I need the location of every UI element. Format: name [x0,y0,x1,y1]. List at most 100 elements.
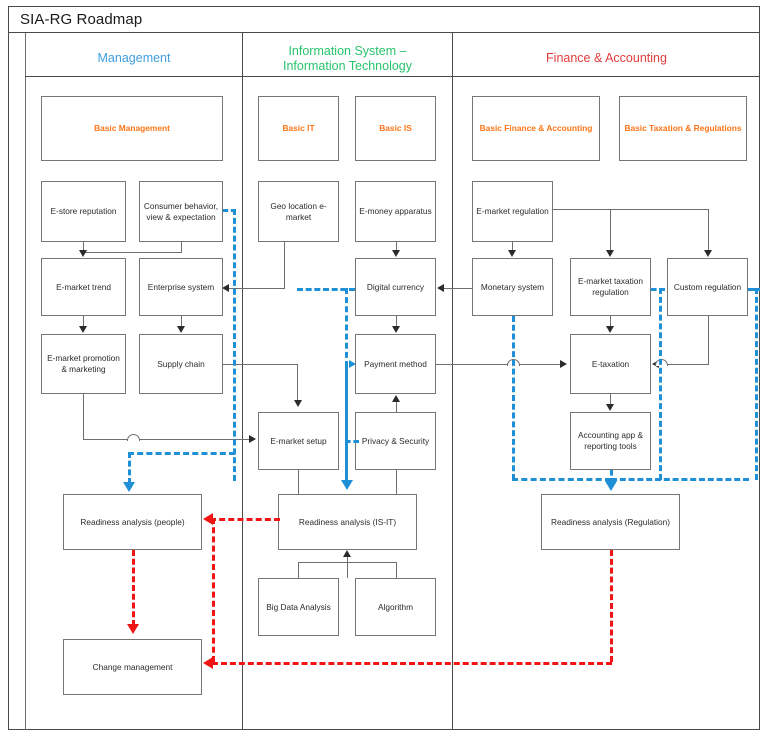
connector-isit-join-up [347,557,348,578]
arrow-trend-to-promotion [79,326,87,333]
node-payment-method[interactable]: Payment method [355,334,436,394]
node-algorithm[interactable]: Algorithm [355,578,436,636]
arrow-enterprise-to-supply [177,326,185,333]
red-flow-regulation-to-change [212,662,612,665]
node-privacy-security[interactable]: Privacy & Security [355,412,436,470]
connector-enterprise-to-supply [181,316,182,326]
arrow-digital-to-payment [392,326,400,333]
column-divider-1 [242,33,243,730]
arrow-to-monetary-system [508,250,516,257]
left-gutter-divider [25,33,26,730]
node-basic-finance-accounting[interactable]: Basic Finance & Accounting [472,96,600,161]
node-custom-regulation[interactable]: Custom regulation [667,258,748,316]
blue-flow-custom-regulation-down [755,288,758,480]
node-monetary-system[interactable]: Monetary system [472,258,553,316]
arrow-privacy-to-payment [392,395,400,402]
blue-flow-finance-bottom-left [512,478,611,481]
connector-consumer-left [83,252,182,253]
node-supply-chain[interactable]: Supply chain [139,334,223,394]
node-emarket-taxation-line2: regulation [592,287,629,297]
node-geo-location-line1: Geo location e- [270,200,327,211]
column-divider-2 [452,33,453,730]
node-enterprise-system[interactable]: Enterprise system [139,258,223,316]
title-bar [8,6,760,33]
node-big-data-analysis[interactable]: Big Data Analysis [258,578,339,636]
arrow-emoney-to-digital [392,250,400,257]
connector-to-custom-reg-down [708,209,709,250]
connector-emoney-to-digital [396,242,397,250]
connector-payment-right [436,364,561,365]
connector-emarket-reg-down [512,242,513,250]
node-emarket-promotion-line1: E-market promotion [47,353,120,363]
arrow-to-custom-regulation [704,250,712,257]
node-readiness-analysis-isit[interactable]: Readiness analysis (IS-IT) [278,494,417,550]
blue-arrow-into-payment-method [349,360,356,368]
blue-flow-down-to-readiness-people [128,452,131,484]
node-accounting-app-reporting-tools[interactable]: Accounting app & reporting tools [570,412,651,470]
blue-flow-from-emarket-taxation [651,288,665,291]
red-arrow-regulation-to-change [203,657,213,669]
page-title: SIA-RG Roadmap [20,11,143,28]
node-etaxation[interactable]: E-taxation [570,334,651,394]
node-geo-location-line2: market [285,211,312,222]
connector-custom-down [708,316,709,364]
connector-monetary-left [444,288,473,289]
connector-setup-down-to-readiness [298,470,299,494]
blue-flow-finance-bottom-right [611,478,749,481]
connector-privacy-down-to-readiness [396,470,397,494]
node-estore-reputation[interactable]: E-store reputation [41,181,126,242]
arrow-promotion-to-setup [249,435,256,443]
blue-flow-emarket-taxation-down [659,288,662,480]
node-basic-is[interactable]: Basic IS [355,96,436,161]
connector-promotion-down [83,394,84,439]
node-emarket-setup[interactable]: E-market setup [258,412,339,470]
node-consumer-behavior[interactable]: Consumer behavior, view & expectation [139,181,223,242]
node-readiness-analysis-regulation[interactable]: Readiness analysis (Regulation) [541,494,680,550]
arrow-monetary-to-digital [437,284,444,292]
column-header-is-it-line2: Information Technology [282,59,413,73]
node-readiness-analysis-people[interactable]: Readiness analysis (people) [63,494,202,550]
node-emarket-regulation[interactable]: E-market regulation [472,181,553,242]
arrow-payment-to-etaxation [560,360,567,368]
blue-flow-vertical-management [233,209,236,481]
arrow-geo-to-enterprise [222,284,229,292]
blue-flow-from-consumer-behavior [223,209,236,212]
node-emarket-promotion-marketing[interactable]: E-market promotion & marketing [41,334,126,394]
connector-geo-left [229,288,285,289]
red-flow-people-to-change [132,550,135,626]
connector-promotion-right-to-setup [83,439,250,440]
column-header-management: Management [97,51,171,65]
node-change-management[interactable]: Change management [63,639,202,695]
node-basic-taxation-regulations[interactable]: Basic Taxation & Regulations [619,96,747,161]
node-emarket-taxation-regulation[interactable]: E-market taxation regulation [570,258,651,316]
red-arrow-to-change-management [127,624,139,634]
connector-digital-to-payment [396,316,397,326]
crossing-hop-promotion [127,434,140,441]
node-geo-location-emarket[interactable]: Geo location e- market [258,181,339,242]
node-emarket-taxation-line1: E-market taxation [577,276,644,286]
blue-flow-horizontal-management [128,452,235,455]
arrow-emarket-tax-to-etaxation [606,326,614,333]
connector-estore-to-trend [83,242,84,252]
node-accounting-app-line1: Accounting app & [577,430,644,440]
node-accounting-app-line2: reporting tools [584,441,637,451]
red-flow-isit-down [212,518,215,662]
connector-consumer-down [181,242,182,252]
red-flow-isit-to-people [210,518,280,521]
blue-arrow-to-readiness-isit [341,480,353,490]
node-emoney-apparatus[interactable]: E-money apparatus [355,181,436,242]
column-header-finance-accounting: Finance & Accounting [546,51,667,65]
blue-flow-isit-solid-down [345,364,348,482]
node-consumer-behavior-line1: Consumer behavior, [143,200,219,211]
red-flow-regulation-down [610,550,613,662]
node-basic-management[interactable]: Basic Management [41,96,223,161]
blue-flow-to-digital-currency [297,288,355,291]
node-basic-it[interactable]: Basic IT [258,96,339,161]
node-emarket-trend[interactable]: E-market trend [41,258,126,316]
node-digital-currency[interactable]: Digital currency [355,258,436,316]
column-header-band [25,33,760,77]
connector-supply-down [297,364,298,402]
arrow-estore-to-trend [79,250,87,257]
connector-etax-to-accounting [610,394,611,404]
